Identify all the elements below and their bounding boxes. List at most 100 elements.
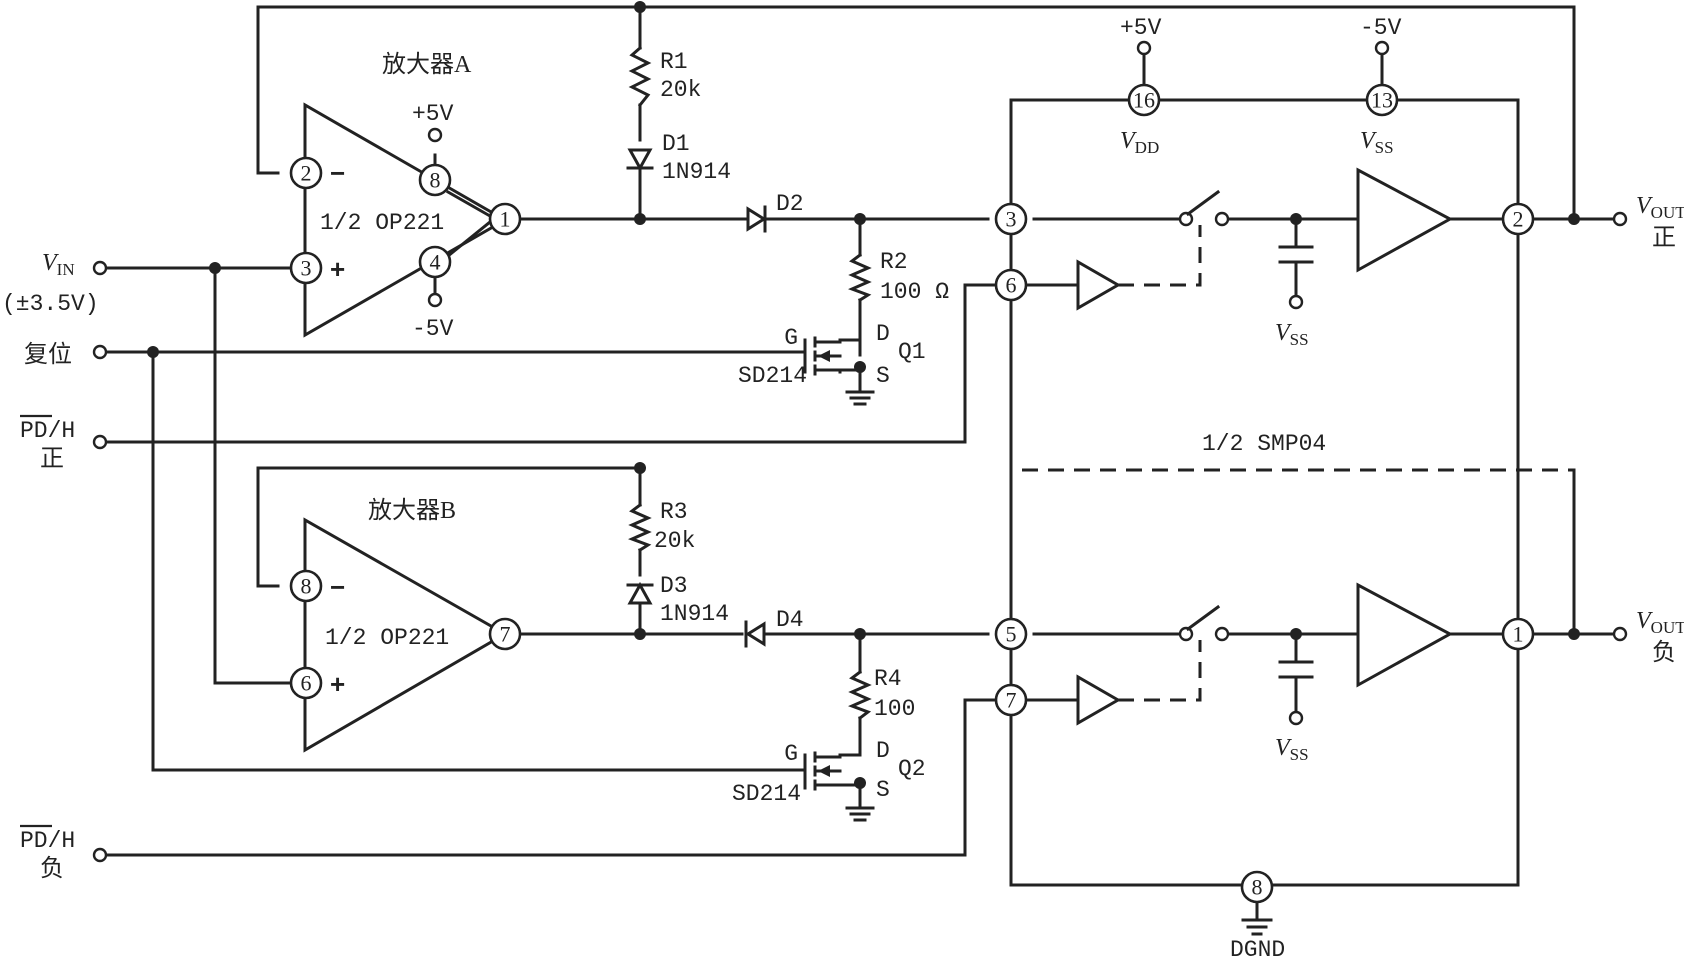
terminal-amp-a-minus5 [427,292,443,308]
labels: 放大器A 放大器B 1/2 OP221 1/2 OP221 1/2 SMP04 … [2,15,1684,960]
opamp-b-minus-sign: − [330,572,345,602]
svg-text:6: 6 [301,671,312,696]
svg-text:13: 13 [1371,88,1393,113]
diode-d1 [626,148,654,172]
label-reset: 复位 [24,341,72,368]
diode-d2 [746,205,767,233]
pin-s5: 5 [994,617,1028,651]
label-r4-value: 100 [874,696,915,722]
label-vss: VSS [1360,128,1394,157]
svg-text:7: 7 [500,622,511,647]
pin-a2: 2 [289,156,323,190]
wire-vin-down [213,266,293,685]
label-q1-d: D [876,321,890,347]
pin-s13: 13 [1365,83,1399,117]
pin-s1: 1 [1501,617,1535,651]
pins: 2 3 8 4 1 8 6 7 16 13 3 6 2 5 7 1 8 [289,83,1535,904]
label-smp04: 1/2 SMP04 [1202,431,1326,457]
label-r3: R3 [660,499,688,525]
label-d4: D4 [776,607,804,633]
svg-text:8: 8 [430,168,441,193]
svg-text:8: 8 [301,574,312,599]
wire-smp-left-rail [1009,298,1520,887]
label-cap-a-vss: VSS [1275,320,1309,349]
opamp-a-minus-sign: − [330,158,345,188]
pin-a3: 3 [289,251,323,285]
label-r2: R2 [880,249,908,275]
pin-a1: 1 [488,202,522,236]
switch-b-blade [1185,604,1221,632]
svg-text:8: 8 [1252,875,1263,900]
diode-d3 [626,581,654,605]
wires [106,5,1614,922]
label-opamp-a: 1/2 OP221 [320,210,444,236]
wire-pdh-neg [106,698,998,857]
wire-ctrl-b-dash [1118,640,1202,702]
terminal-amp-a-plus5 [427,127,443,143]
svg-text:4: 4 [430,250,441,275]
switch-b-contact-left [1178,626,1194,642]
terminal-vout-pos [1612,211,1628,227]
smp-buffer-b [1356,582,1454,688]
label-vout-pos: VOUT [1636,193,1684,222]
svg-text:3: 3 [301,256,312,281]
label-r2-value: 100 Ω [880,279,949,305]
svg-text:1: 1 [1513,622,1524,647]
svg-text:2: 2 [1513,207,1524,232]
opamp-b-plus-sign: + [330,669,345,699]
wire-pdh-pos [106,283,998,444]
wire-r4-column [838,632,862,757]
pin-b8: 8 [289,569,323,603]
label-cap-b-vss: VSS [1275,735,1309,764]
mosfet-q1 [803,336,875,406]
label-pdh-pos: PD/H [20,418,75,444]
resistor-r3 [628,502,652,553]
pin-s8: 8 [1240,870,1274,904]
label-d1: D1 [662,131,690,157]
wire-feedback-a [256,5,1576,221]
label-dgnd: DGND [1230,937,1285,960]
terminal-smp-plus5 [1136,40,1152,56]
pin-s6: 6 [994,268,1028,302]
label-q1-s: S [876,363,890,389]
label-q2-s: S [876,777,890,803]
label-vin-range: (±3.5V) [2,291,99,317]
svg-text:6: 6 [1006,273,1017,298]
pin-s16: 16 [1127,83,1161,117]
switch-a-blade [1185,189,1221,217]
opamp-a-body [303,102,509,338]
label-amp-a-minus5: -5V [412,316,454,342]
control-buffer-a [1076,259,1122,311]
smp-buffer-a [1356,167,1454,273]
label-d3-type: 1N914 [660,601,729,627]
svg-text:3: 3 [1006,207,1017,232]
dgnd-ground-symbol [1241,918,1273,936]
label-amp-a: 放大器A [382,51,472,78]
label-d2: D2 [776,191,804,217]
pin-s2: 2 [1501,202,1535,236]
pin-b6: 6 [289,666,323,700]
hold-capacitor-a [1278,245,1314,264]
label-pdh-neg: PD/H [20,828,75,854]
switch-a [1178,189,1230,227]
opamp-b [303,517,509,753]
terminal-cap-b-vss [1288,710,1304,726]
wire-smp-supply [1009,98,1520,702]
label-r4: R4 [874,666,902,692]
pin-s3: 3 [994,202,1028,236]
terminal-reset [92,344,108,360]
pin-s7: 7 [994,683,1028,717]
opamp-a-plus-sign: + [330,254,345,284]
label-vout-neg-suffix: 负 [1652,639,1676,666]
pin-a4: 4 [418,245,452,279]
switch-b [1178,604,1230,642]
terminal-cap-a-vss [1288,294,1304,310]
pin-a8: 8 [418,163,452,197]
label-d3: D3 [660,573,688,599]
terminal-vin [92,260,108,276]
label-q1: Q1 [898,339,926,365]
junction-dots [147,1,1580,789]
diode-d4 [744,620,766,648]
label-vout-neg: VOUT [1636,608,1684,637]
